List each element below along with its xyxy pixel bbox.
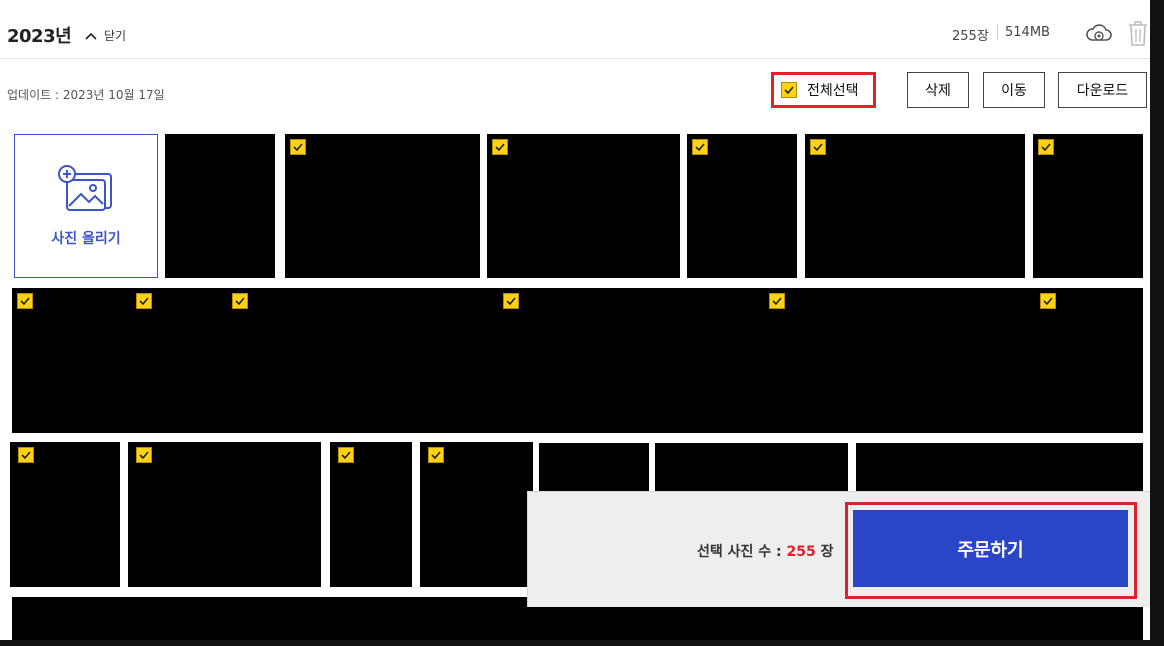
move-button[interactable]: 이동: [983, 72, 1045, 108]
checkbox-checked-icon[interactable]: [769, 293, 785, 309]
selected-count-prefix: 선택 사진 수 :: [697, 544, 787, 560]
photo-thumbnail[interactable]: [487, 134, 680, 278]
selected-count-number: 255: [786, 544, 816, 560]
photo-thumbnail[interactable]: [12, 288, 124, 433]
cloud-settings-icon: [1086, 24, 1112, 41]
photo-thumbnail[interactable]: [1025, 288, 1143, 433]
photo-thumbnail[interactable]: [285, 134, 480, 278]
checkbox-checked-icon[interactable]: [492, 139, 508, 155]
update-date: 업데이트 : 2023년 10월 17일: [7, 88, 165, 102]
photo-album-section: 2023년 닫기 255장 514MB 업데이트 : 2023년 10월 17일…: [0, 0, 1150, 640]
photo-thumbnail[interactable]: [10, 442, 120, 587]
photo-thumbnail[interactable]: [420, 442, 533, 587]
checkbox-checked-icon[interactable]: [338, 447, 354, 463]
checkbox-checked-icon[interactable]: [18, 447, 34, 463]
photo-thumbnail[interactable]: [755, 288, 1025, 433]
checkbox-checked-icon[interactable]: [1038, 139, 1054, 155]
photo-thumbnail[interactable]: [124, 288, 216, 433]
delete-button[interactable]: 삭제: [907, 72, 969, 108]
photo-thumbnail[interactable]: [216, 288, 489, 433]
checkbox-checked-icon[interactable]: [290, 139, 306, 155]
photo-thumbnail[interactable]: [128, 442, 321, 587]
selected-photo-count: 선택 사진 수 : 255 장: [697, 541, 834, 561]
checkbox-checked-icon[interactable]: [428, 447, 444, 463]
header-divider-line: [0, 58, 1150, 59]
checkbox-checked-icon: [781, 82, 797, 98]
year-title: 2023년: [7, 26, 72, 47]
checkbox-checked-icon[interactable]: [232, 293, 248, 309]
photo-thumbnail[interactable]: [805, 134, 1025, 278]
cloud-settings-button[interactable]: [1084, 18, 1114, 48]
order-button[interactable]: 주문하기: [853, 510, 1128, 587]
upload-photo-label: 사진 올리기: [51, 231, 121, 247]
upload-photo-button[interactable]: 사진 올리기: [14, 134, 158, 278]
photo-thumbnail[interactable]: [539, 443, 649, 493]
checkbox-checked-icon[interactable]: [136, 447, 152, 463]
photo-count: 255장: [952, 29, 989, 44]
photo-thumbnail[interactable]: [330, 442, 412, 587]
checkbox-checked-icon[interactable]: [692, 139, 708, 155]
header-divider: [997, 24, 998, 40]
storage-size: 514MB: [1005, 25, 1050, 40]
trash-icon: [1129, 21, 1147, 46]
checkbox-checked-icon[interactable]: [17, 293, 33, 309]
select-all-label: 전체선택: [807, 83, 859, 99]
photo-thumbnail[interactable]: [655, 443, 848, 493]
checkbox-checked-icon[interactable]: [503, 293, 519, 309]
photo-thumbnail[interactable]: [687, 134, 797, 278]
trash-button[interactable]: [1126, 18, 1150, 48]
select-all-checkbox[interactable]: 전체선택: [771, 72, 876, 108]
photo-block[interactable]: [165, 134, 275, 278]
checkbox-checked-icon[interactable]: [136, 293, 152, 309]
photo-thumbnail[interactable]: [856, 443, 1143, 493]
collapse-label: 닫기: [104, 29, 127, 43]
photo-thumbnail[interactable]: [489, 288, 755, 433]
photo-thumbnail[interactable]: [1033, 134, 1143, 278]
add-image-icon: [58, 165, 112, 211]
checkbox-checked-icon[interactable]: [1040, 293, 1056, 309]
checkbox-checked-icon[interactable]: [810, 139, 826, 155]
order-button-highlight: [845, 502, 1137, 599]
collapse-toggle[interactable]: 닫기: [84, 27, 126, 44]
selected-count-suffix: 장: [815, 544, 834, 560]
download-button[interactable]: 다운로드: [1058, 72, 1147, 108]
chevron-up-icon: [85, 32, 97, 40]
